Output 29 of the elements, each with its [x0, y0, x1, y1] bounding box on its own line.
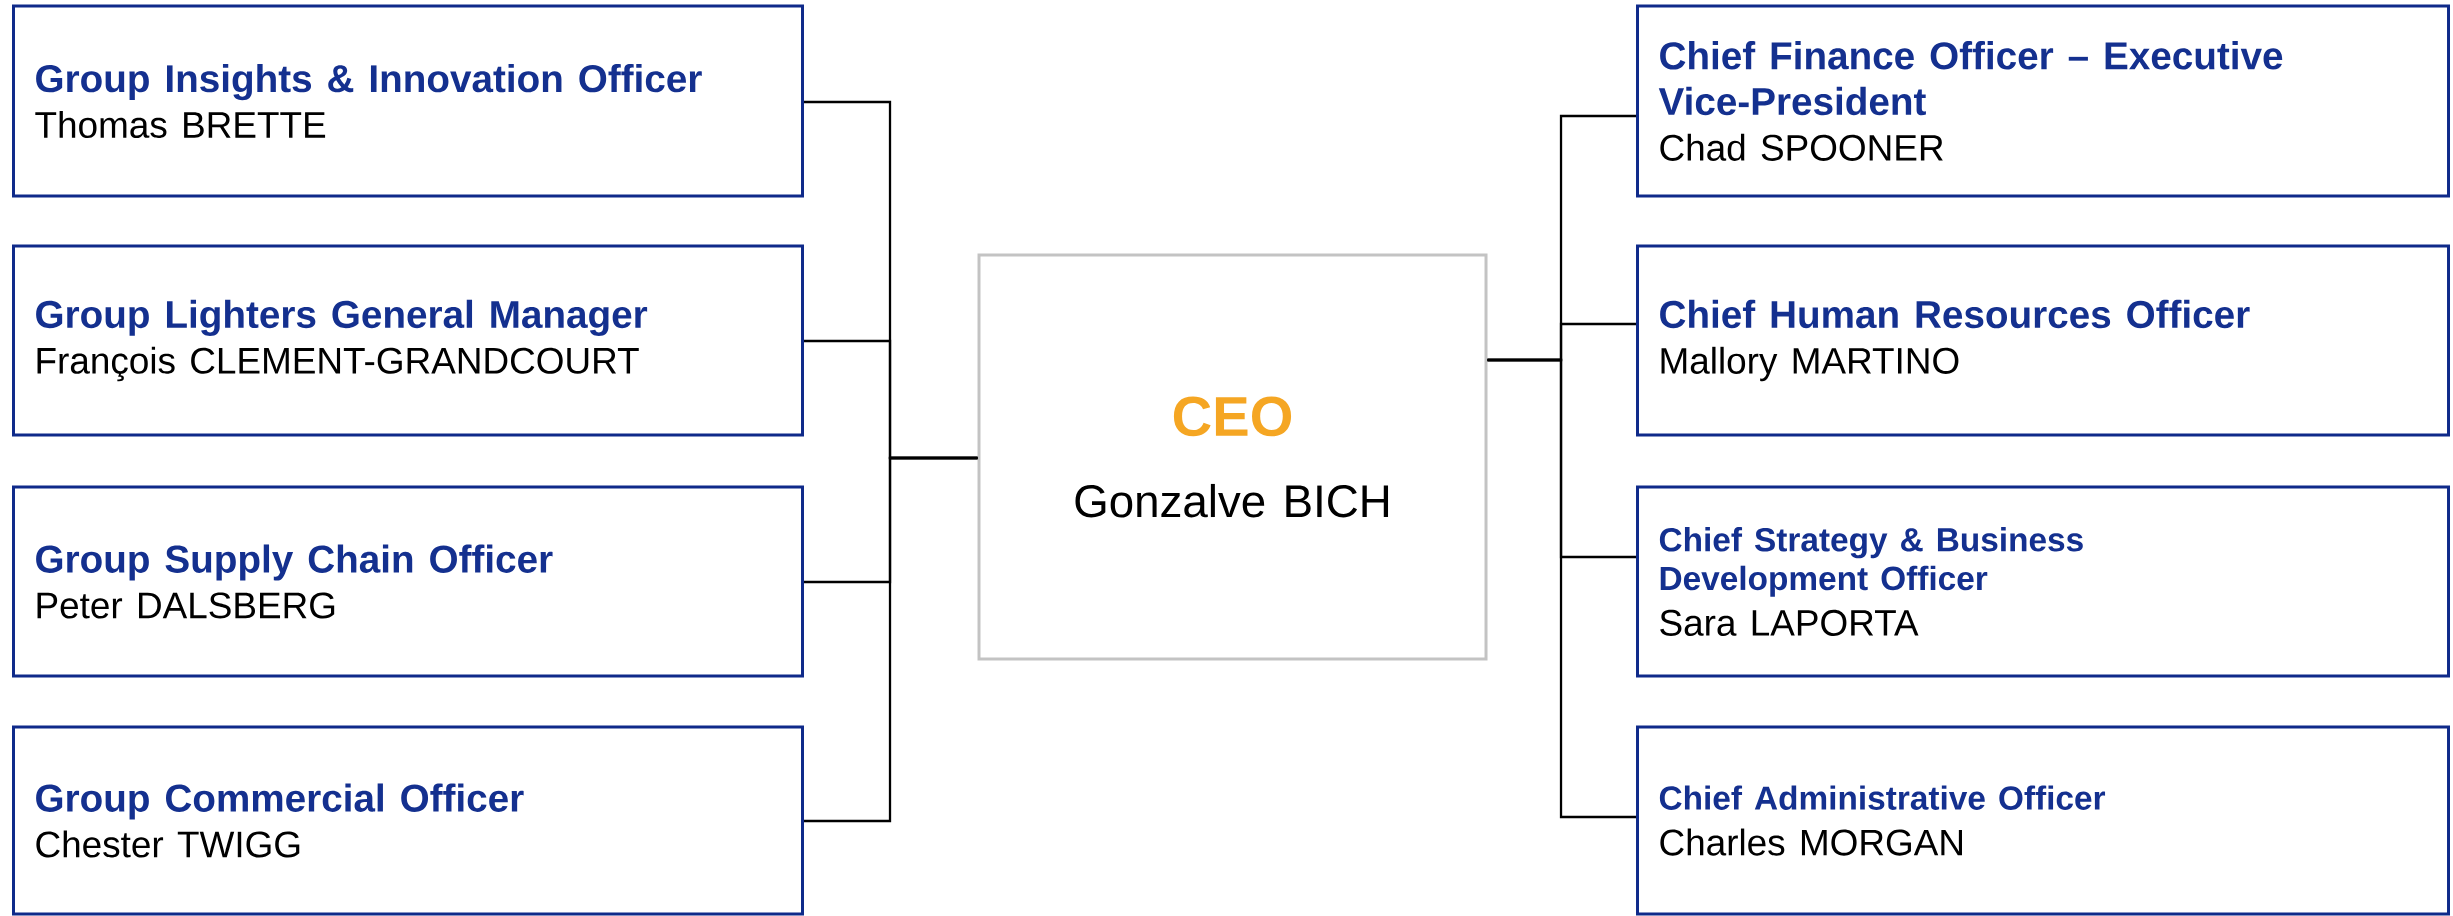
role-box: [12, 485, 804, 678]
role-box: [1636, 725, 2450, 916]
role-title: Chief Administrative Officer: [1659, 785, 2106, 810]
person-name: Charles MORGAN: [1660, 828, 1962, 856]
person-name: Chester TWIGG: [36, 830, 300, 858]
role-title: Group Lighters General Manager: [36, 299, 648, 336]
connector-line: [1487, 358, 1636, 819]
role-title: Chief Finance Officer – Executive Vice-President: [1658, 41, 2283, 116]
role-box: [1636, 4, 2450, 198]
person-name: Thomas BRETTE: [35, 110, 326, 139]
role-title: Chief Human Resources Officer: [1660, 299, 2250, 329]
person-name: Sara LAPORTA: [1660, 609, 1919, 636]
role-box: [12, 244, 804, 437]
connector-line: [804, 456, 978, 823]
person-name: François CLEMENT-GRANDCOURT: [37, 346, 639, 382]
person-name: Mallory MARTINO: [1661, 346, 1959, 382]
ceo-box: [977, 253, 1488, 661]
person-name: Peter DALSBERG: [37, 592, 335, 619]
role-box: [12, 4, 804, 198]
role-title: Chief Strategy & Business Development Officer: [1659, 527, 2083, 597]
role-title: Group Supply Chain Officer: [36, 544, 553, 581]
role-title: CEO: [1173, 396, 1292, 437]
role-box: [12, 725, 804, 916]
role-box: [1636, 485, 2450, 678]
role-title: Group Commercial Officer: [36, 783, 524, 820]
person-name: Gonzalve BICH: [1075, 483, 1389, 518]
role-title: Group Insights & Innovation Officer: [36, 63, 702, 101]
role-box: [1636, 244, 2450, 437]
person-name: Chad SPOONER: [1660, 133, 1943, 161]
